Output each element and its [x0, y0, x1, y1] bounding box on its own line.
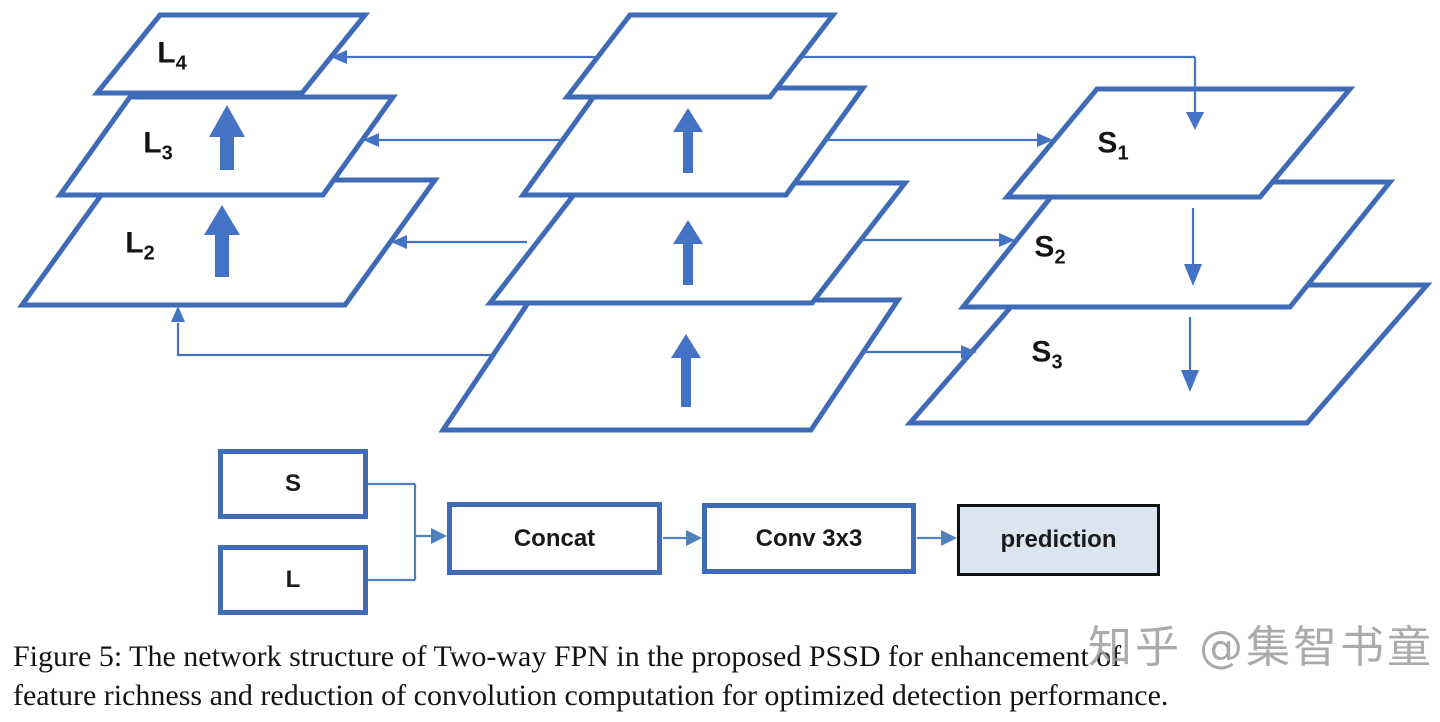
arrowhead-into-l2 — [391, 235, 407, 249]
flow-connectors — [368, 482, 941, 582]
up-arrow-mid-4 — [671, 334, 701, 407]
concat-box: Concat — [447, 502, 662, 575]
layer-mid-4 — [438, 297, 903, 433]
label-s3: S3 — [1031, 335, 1063, 374]
flow-arrowheads — [431, 528, 957, 546]
arrowhead-into-s1-left — [1037, 133, 1053, 147]
s-feature-label: S — [284, 470, 301, 497]
prediction-box: prediction — [957, 504, 1160, 576]
up-arrow-mid-2 — [673, 108, 703, 173]
feature-map-stacks — [17, 12, 1433, 433]
arrowhead-s2-to-s3 — [1181, 370, 1199, 392]
arrowhead-into-l2-bottom — [171, 306, 185, 322]
conv3x3-label: Conv 3x3 — [755, 524, 863, 552]
arrowhead-into-conv — [686, 530, 702, 546]
label-l3: L3 — [143, 126, 173, 165]
caption-line-1: Figure 5: The network structure of Two-w… — [13, 640, 1122, 673]
arrowhead-s1-to-s2 — [1184, 264, 1202, 286]
label-s2: S2 — [1034, 230, 1066, 269]
arrowhead-into-l4 — [331, 50, 347, 64]
zhihu-watermark: 知乎 @集智书童 — [1088, 622, 1434, 673]
upsample-arrows-left — [204, 105, 245, 277]
s-feature-box: S — [218, 449, 368, 519]
layer-mid-1 — [561, 12, 839, 100]
lateral-m4-to-l2 — [176, 323, 493, 357]
arrowhead-into-prediction — [941, 530, 957, 546]
arrowhead-into-s1-top — [1186, 112, 1204, 130]
figure-caption: Figure 5: The network structure of Two-w… — [13, 637, 1413, 715]
upsample-arrows-middle — [671, 108, 703, 407]
prediction-label: prediction — [1000, 526, 1117, 553]
layer-l4 — [91, 12, 371, 96]
arrowhead-into-concat — [431, 528, 447, 544]
arrowhead-into-s3 — [961, 345, 977, 359]
label-l2: L2 — [125, 226, 155, 265]
label-l4: L4 — [157, 36, 187, 75]
sl-merge-lines — [368, 482, 432, 582]
caption-line-2: feature richness and reduction of convol… — [13, 679, 1169, 712]
conv3x3-box: Conv 3x3 — [702, 503, 916, 574]
lateral-arrowheads — [171, 50, 1204, 392]
up-arrow-mid-3 — [673, 220, 703, 285]
layer-s2 — [957, 179, 1396, 310]
arrowhead-into-s2 — [999, 233, 1015, 247]
arrowhead-into-l3 — [363, 133, 379, 147]
label-s1: S1 — [1097, 126, 1129, 165]
lateral-connectors — [176, 57, 1197, 370]
up-arrow-l2 — [204, 205, 240, 277]
l-feature-label: L — [285, 566, 301, 593]
up-arrow-l3 — [209, 105, 245, 170]
layer-s1 — [1001, 86, 1356, 200]
concat-label: Concat — [513, 524, 596, 552]
l-feature-box: L — [218, 545, 368, 615]
